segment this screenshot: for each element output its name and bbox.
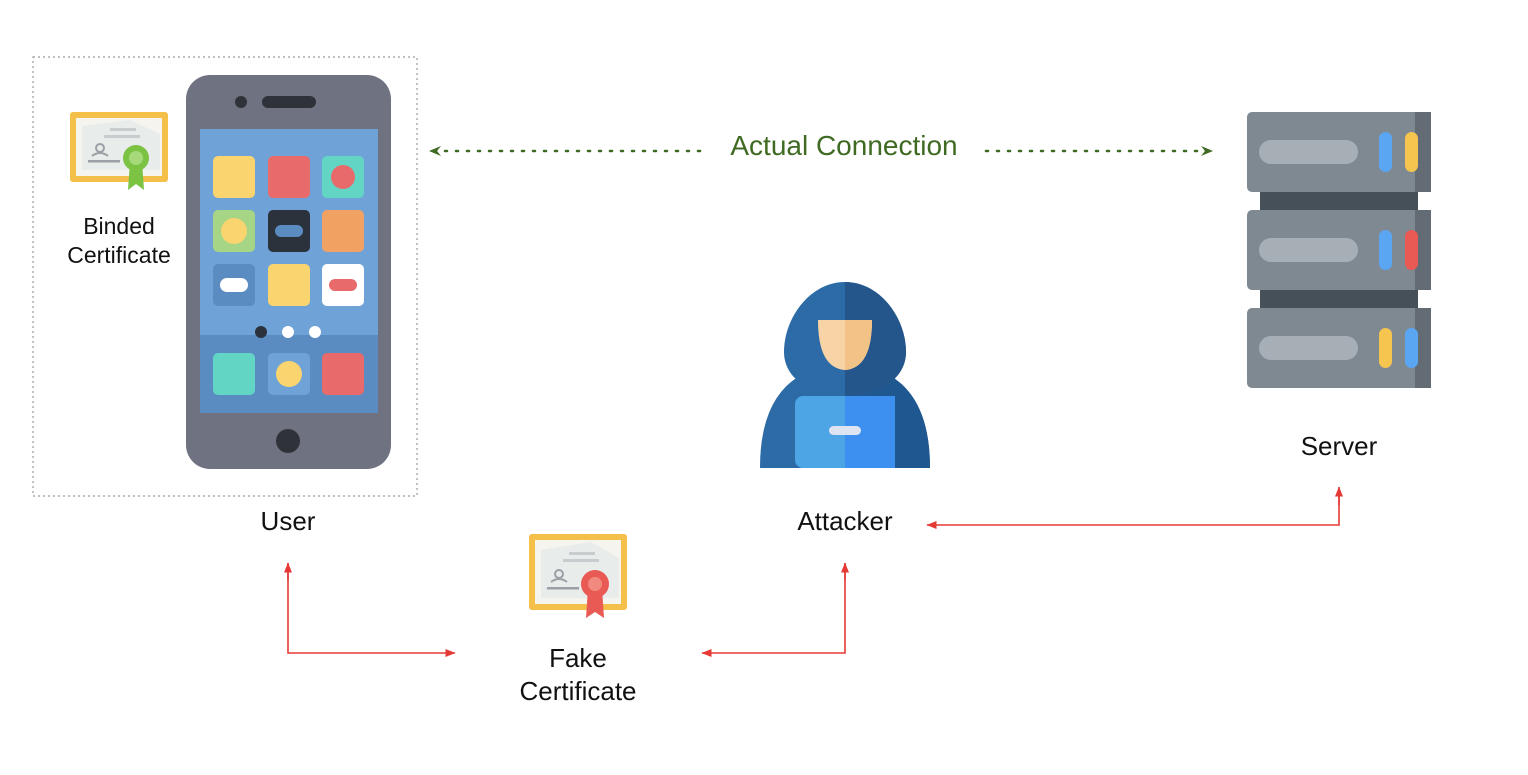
fake-certificate-label-line1: Fake [549,643,607,673]
hooded-hacker-icon [760,282,930,468]
user-to-fake-certificate-arrow [287,563,456,657]
fake-certificate-icon [529,534,627,618]
server-rack-icon [1247,112,1431,388]
attacker-to-fake-certificate-arrow [701,563,846,657]
smartphone-icon [186,75,391,469]
user-label: User [261,506,316,536]
server-label: Server [1301,431,1378,461]
attacker-label: Attacker [797,506,893,536]
user-boundary-box [32,56,418,497]
binded-certificate-label-line2: Certificate [67,242,171,268]
actual-connection-label: Actual Connection [730,130,957,161]
fake-certificate-label-line2: Certificate [519,676,636,706]
binded-certificate-label-line1: Binded [83,213,155,239]
binded-certificate-icon [70,112,168,190]
server-to-attacker-arrow [926,490,1340,529]
